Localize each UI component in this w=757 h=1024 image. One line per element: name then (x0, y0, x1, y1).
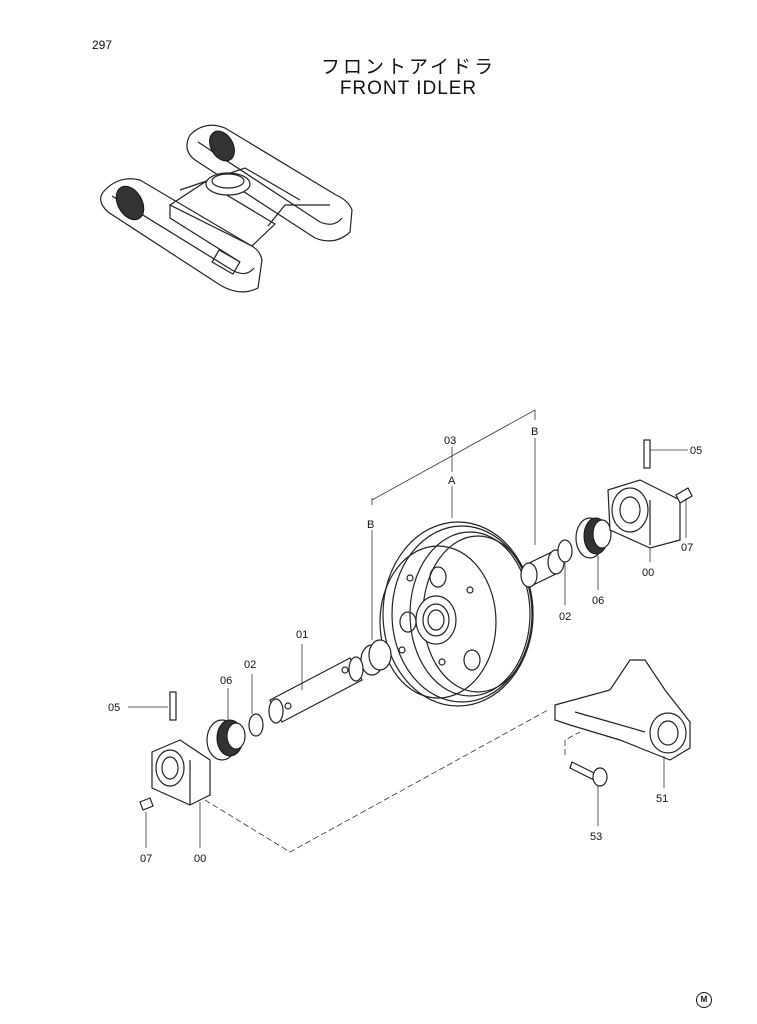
o-ring-left-02 (248, 713, 264, 737)
idler-wheel-highlight-left (115, 185, 145, 221)
callout-00-left: 00 (194, 853, 206, 865)
callout-05-right: 05 (690, 445, 702, 457)
idler-wheel-highlight-right (209, 130, 235, 162)
page-number: 297 (92, 38, 113, 52)
callout-A: A (448, 475, 456, 487)
callout-02-right: 02 (559, 611, 571, 623)
title-japanese: フロントアイドラ (320, 57, 497, 78)
callout-02-left: 02 (244, 659, 256, 671)
title-english: FRONT IDLER (339, 78, 478, 99)
footer-m-mark: M (696, 992, 712, 1008)
floating-seal-right-06 (575, 517, 612, 559)
bracket-right-00 (607, 439, 693, 549)
bracket-left-00 (139, 691, 211, 811)
callout-07-left: 07 (140, 853, 152, 865)
callout-B-top: B (531, 426, 538, 438)
callout-53: 53 (590, 831, 602, 843)
shaft-01 (268, 656, 364, 724)
callout-07-right: 07 (681, 542, 693, 554)
callout-51: 51 (656, 793, 668, 805)
callout-01: 01 (296, 629, 308, 641)
bolt-53 (569, 761, 608, 787)
bushing-left (360, 639, 392, 676)
o-ring-right-02 (557, 539, 573, 563)
callout-00-right: 00 (642, 567, 654, 579)
callout-05-left: 05 (108, 702, 120, 714)
track-frame-overview (100, 124, 353, 293)
support-51 (554, 659, 691, 761)
callout-06-left: 06 (220, 675, 232, 687)
bushing-right (520, 549, 565, 588)
callout-B-left: B (367, 519, 374, 531)
callout-06-right: 06 (592, 595, 604, 607)
callout-03: 03 (444, 435, 456, 447)
floating-seal-left-06 (206, 719, 246, 761)
idler-wheel-03 (379, 521, 534, 707)
